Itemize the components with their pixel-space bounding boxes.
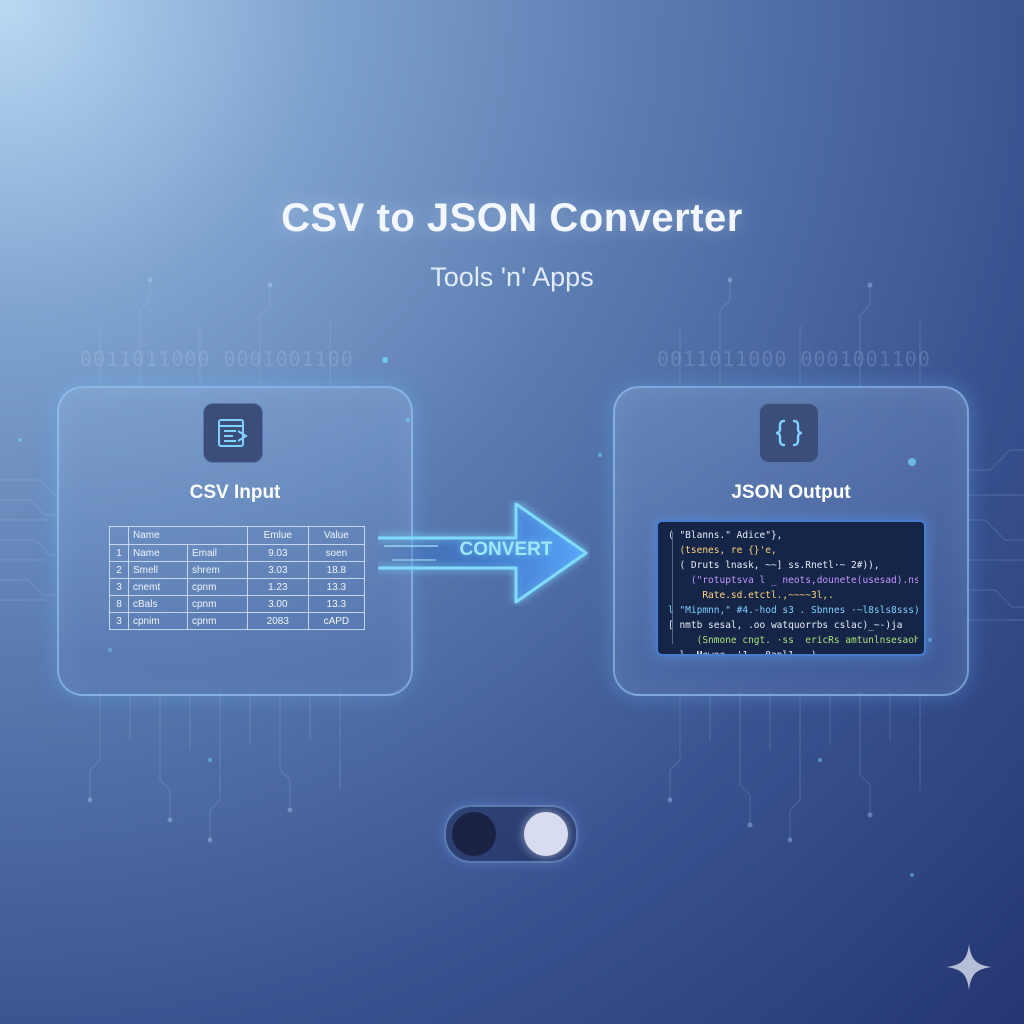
csv-input-label: CSV Input [189,482,281,503]
table-row: 8 cBals cpnm 3.00 13.3 [109,595,366,613]
page-subtitle: Tools 'n' Apps [430,262,594,292]
convert-button-label[interactable]: CONVERT [459,539,553,560]
table-cell: 3 [109,578,129,596]
sparkle-icon [946,944,992,990]
table-cell: 1 [109,544,129,562]
code-line: ( "Blanns." Adice"}, [668,530,783,541]
json-output-panel[interactable]: JSON Output ( "Blanns." Adice"}, (tsenes… [613,386,969,696]
table-cell: Smell [128,561,188,579]
table-cell: 3 [109,612,129,630]
csv-input-panel[interactable]: CSV Input Name Emlue Value 1 Name Email … [57,386,413,696]
csv-header-cell: Value [307,526,366,545]
table-cell: 2 [109,561,129,579]
theme-toggle[interactable] [444,805,578,863]
table-row: 1 Name Email 9.03 soen [109,544,366,562]
code-line: (Snmone cngt. ·ss ericRs amtunlnsesaohen… [696,635,918,646]
csv-header-row: Name Emlue Value [109,526,366,545]
page-title: CSV to JSON Converter [281,196,743,240]
table-cell: cpnm [186,578,248,596]
table-cell: soen [307,544,366,562]
table-cell: cBals [128,595,188,613]
binary-decoration-left: 0011011000 0001001100 [80,347,354,371]
table-cell: cpnm [186,595,248,613]
csv-header-cell [109,526,129,545]
code-line: ( Druts lnask, ~~] ss.Rnetl·~ 2#)), [668,560,880,571]
toggle-knob-dark[interactable] [452,812,496,856]
json-output-label: JSON Output [731,482,851,503]
csv-table: Name Emlue Value 1 Name Email 9.03 soen … [109,526,366,630]
csv-file-icon [203,403,263,463]
csv-header-cell: Name [128,526,248,545]
table-cell: cpnim [128,612,188,630]
code-line: (tsenes, re {}'e, [668,545,777,556]
code-line: l "Mipmnn," #4.-hod s3 . Sbnnes ·~l8sls8… [668,605,918,616]
table-cell: 3.03 [246,561,309,579]
code-line: ("rotuptsva l _ neots,dounete(usesad).ns… [668,575,918,586]
convert-arrow-button[interactable] [378,500,590,606]
table-cell: 2083 [246,612,309,630]
json-code-output[interactable]: ( "Blanns." Adice"}, (tsenes, re {}'e, (… [656,520,926,656]
code-line: [ nmtb sesal, .oo watquorrbs cslac)_~-)j… [668,620,903,631]
table-row: 3 cpnim cpnm 2083 cAPD [109,612,366,630]
csv-header-cell: Emlue [246,526,309,545]
table-cell: 18.8 [307,561,366,579]
table-cell: shrem [186,561,248,579]
table-cell: cpnm [186,612,248,630]
table-cell: cnemt [128,578,188,596]
table-cell: 9.03 [246,544,309,562]
code-line: Rate.sd.etctl.,~~~~3l,. [668,590,834,601]
table-cell: 13.3 [307,595,366,613]
toggle-knob-light[interactable] [524,812,568,856]
code-line: l Mewee, '1 . 8anl1. ), [668,650,823,656]
table-cell: 8 [109,595,129,613]
table-cell: 3.00 [246,595,309,613]
table-cell: 1.23 [246,578,309,596]
table-row: 3 cnemt cpnm 1.23 13.3 [109,578,366,596]
table-row: 2 Smell shrem 3.03 18.8 [109,561,366,579]
curly-braces-icon [759,403,819,463]
table-cell: Name [128,544,188,562]
binary-decoration-right: 0011011000 0001001100 [657,347,931,371]
table-cell: cAPD [307,612,366,630]
code-gutter [672,532,673,644]
table-cell: Email [186,544,248,562]
table-cell: 13.3 [307,578,366,596]
